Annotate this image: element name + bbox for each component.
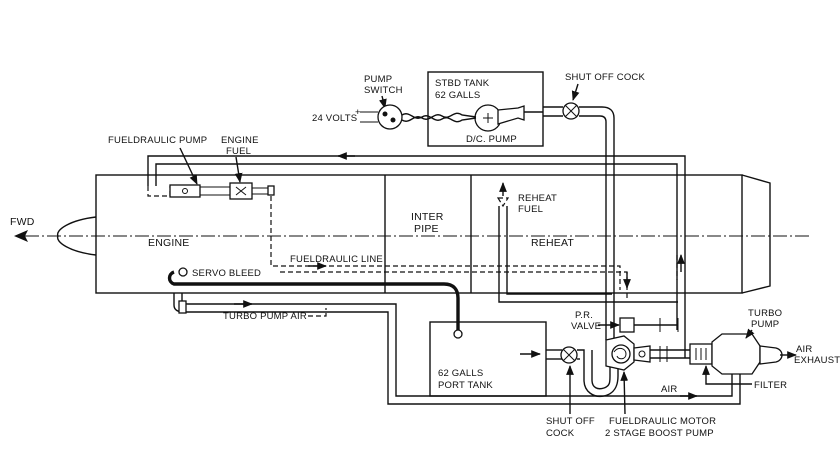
- shutoff-cock-bottom-label-1: SHUT OFF: [546, 416, 595, 427]
- turbo-pump-exhaust: [759, 345, 783, 365]
- stbd-line-outer: [579, 106, 615, 362]
- filter-label: FILTER: [754, 380, 787, 391]
- plus-sign: +: [355, 107, 361, 118]
- pump-switch-dot-1: [382, 111, 388, 117]
- engine-fuel-line-outer: [147, 155, 686, 350]
- inter-pipe-label-1: INTER: [411, 211, 444, 223]
- fueldraulic-connector: [267, 185, 275, 196]
- port-tank-label-1: 62 GALLS: [438, 368, 483, 379]
- stbd-tank-label-1: STBD TANK: [435, 78, 490, 89]
- boost-pump-port: [638, 350, 646, 358]
- turbo-air-dashed-leader: [308, 308, 327, 317]
- pr-valve-body: [619, 317, 635, 333]
- fueldraulic-motor-swirl: [613, 347, 627, 360]
- engine-fuel-pump-outlet: [251, 187, 269, 195]
- fueldraulic-pump-body-2: [199, 186, 231, 196]
- turbo-pump-label-1: TURBO: [748, 308, 782, 319]
- shutoff-cock-bottom-cross: [562, 348, 576, 362]
- turbo-pump-body: [711, 333, 761, 375]
- engine-fuel-label-1: ENGINE: [221, 135, 259, 146]
- fueldraulic-pump-body-1: [169, 184, 201, 198]
- engine-fuel-label-2: FUEL: [226, 146, 251, 157]
- boost-pump-outlet: [633, 345, 651, 363]
- turbo-pump-label-2: PUMP: [751, 319, 779, 330]
- pump-switch-label-2: SWITCH: [364, 85, 403, 96]
- pr-valve-label-2: VALVE: [571, 321, 601, 332]
- air-exhaust-label-2: EXHAUST: [794, 355, 840, 366]
- servo-bleed-label: SERVO BLEED: [192, 268, 261, 279]
- fueldraulic-motor-icon: [611, 344, 631, 364]
- fueldraulic-motor-label-1: FUELDRAULIC MOTOR: [609, 416, 716, 427]
- dc-pump-cross: [483, 113, 493, 123]
- reheat-fuel-label-2: FUEL: [518, 204, 543, 215]
- air-exhaust-label-1: AIR: [796, 344, 812, 355]
- port-tank-label-2: PORT TANK: [438, 380, 493, 391]
- servo-bleed-icon: [178, 267, 188, 277]
- inter-pipe-label-2: PIPE: [414, 223, 439, 235]
- shutoff-cock-top-cross: [564, 104, 578, 118]
- exhaust-nozzle: [741, 174, 771, 294]
- air-label: AIR: [661, 384, 677, 395]
- shutoff-cock-bottom-label-2: COCK: [546, 428, 575, 439]
- port-u-bend-inner: [591, 350, 611, 390]
- fueldraulic-pump-leader: [179, 147, 198, 185]
- dc-pump-label: D/C. PUMP: [466, 134, 517, 145]
- fueldraulic-pump-casing: [147, 186, 171, 197]
- fueldraulic-line-label: FUELDRAULIC LINE: [290, 254, 383, 265]
- reheat-label: REHEAT: [531, 237, 574, 249]
- engine-fuel-line-inner: [155, 163, 678, 330]
- shutoff-cock-top-label: SHUT OFF COCK: [565, 72, 645, 83]
- servo-bleed-port: [453, 329, 463, 339]
- shutoff-cock-top-leader: [571, 83, 580, 101]
- fueldraulic-pump-port: [182, 188, 188, 194]
- pump-wiring-1: [401, 113, 477, 123]
- nose-cone: [57, 216, 97, 256]
- turbo-pump-leader: [745, 328, 755, 339]
- filter-element: [695, 348, 707, 360]
- reheat-fuel-label-1: REHEAT: [518, 193, 557, 204]
- turbo-pump-air-label: TURBO PUMP AIR: [223, 311, 307, 322]
- pr-valve-label-1: P.R.: [575, 310, 593, 321]
- reheat-fuel-line-inner: [506, 206, 612, 295]
- motor-drive-shaft: [659, 346, 668, 362]
- stbd-tank-label-2: 62 GALLS: [435, 90, 480, 101]
- servo-bleed-line: [167, 270, 460, 330]
- fwd-arrow: [14, 230, 28, 242]
- port-line-outer: [577, 349, 619, 398]
- engine-fuel-leader: [234, 156, 243, 183]
- stbd-tank: [427, 71, 544, 147]
- engine-label: ENGINE: [148, 237, 189, 249]
- pump-switch-label-1: PUMP: [364, 74, 392, 85]
- pump-switch-dot-2: [390, 117, 396, 123]
- engine-body: [95, 174, 743, 294]
- fueldraulic-motor-leader: [620, 371, 629, 415]
- pump-wiring-2: [401, 112, 477, 122]
- fueldraulic-motor-label-2: 2 STAGE BOOST PUMP: [605, 428, 714, 439]
- stbd-line-inner: [579, 115, 607, 340]
- fwd-label: FWD: [10, 216, 35, 228]
- volts-label: 24 VOLTS: [312, 113, 357, 124]
- pump-switch-icon: [377, 104, 403, 130]
- engine-fuel-pump-cross: [235, 186, 247, 196]
- filter-leader: [702, 365, 752, 385]
- reheat-fuel-line-outer: [498, 206, 678, 303]
- fueldraulic-line: [270, 196, 621, 290]
- turbo-air-valve: [178, 300, 187, 314]
- dc-pump-outlet: [497, 105, 525, 125]
- fueldraulic-pump-label: FUELDRAULIC PUMP: [108, 135, 207, 146]
- reheat-fuel-nozzle: [496, 197, 510, 208]
